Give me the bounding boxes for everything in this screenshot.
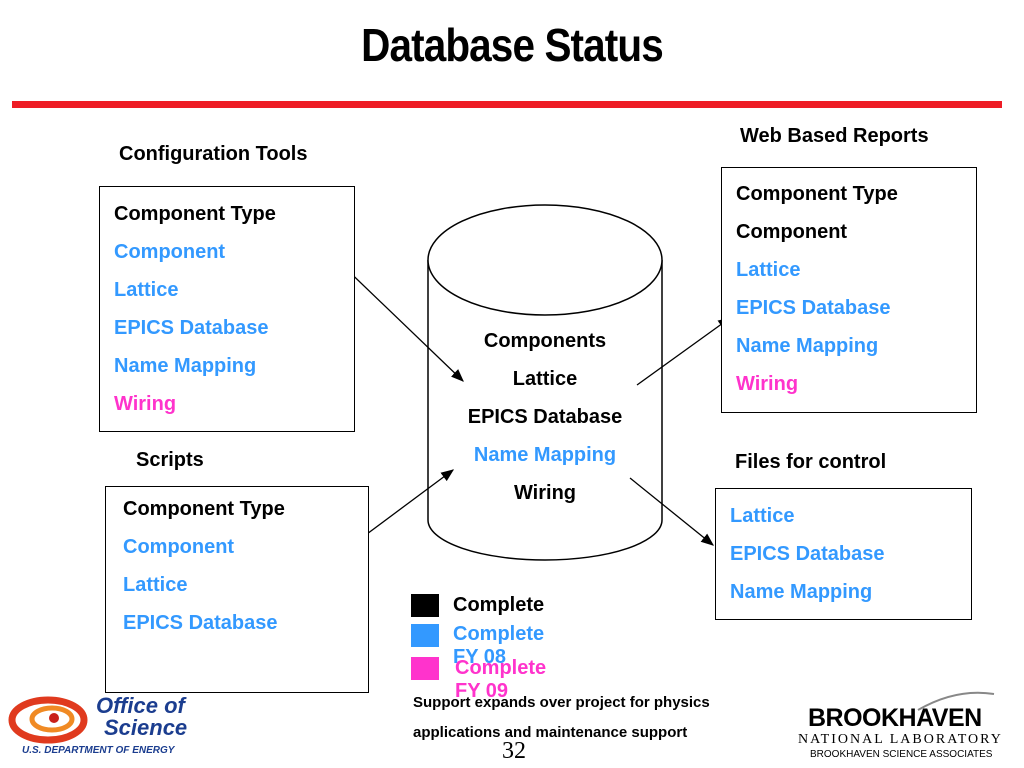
scripts-heading: Scripts bbox=[136, 449, 204, 471]
scripts-item: Lattice bbox=[123, 574, 188, 596]
support-note-line1: Support expands over project for physics bbox=[413, 694, 710, 711]
support-note-line2: applications and maintenance support bbox=[413, 724, 688, 741]
database-item: Lattice bbox=[512, 368, 578, 390]
database-item: EPICS Database bbox=[467, 406, 623, 428]
web-reports-item: EPICS Database bbox=[736, 297, 891, 319]
brookhaven-logo: BROOKHAVEN NATIONAL LABORATORY BROOKHAVE… bbox=[796, 690, 1016, 766]
files-control-item: Lattice bbox=[730, 505, 795, 527]
title-rule bbox=[12, 101, 1002, 108]
files-control-item: Name Mapping bbox=[730, 581, 873, 603]
arrow-config-to-db bbox=[336, 259, 464, 382]
web-reports-item: Name Mapping bbox=[736, 335, 879, 357]
arrow-db-to-files bbox=[629, 477, 715, 546]
legend-swatch-fy09 bbox=[411, 657, 439, 680]
bnl-logo-line3: BROOKHAVEN SCIENCE ASSOCIATES bbox=[810, 749, 993, 760]
bnl-logo-line1: BROOKHAVEN bbox=[808, 704, 982, 732]
legend-swatch-complete bbox=[411, 594, 439, 617]
support-note: Support expands over project for physics… bbox=[413, 688, 710, 748]
scripts-item: Component bbox=[123, 536, 235, 558]
files-control-heading: Files for control bbox=[735, 451, 887, 473]
web-reports-item: Component bbox=[736, 221, 848, 243]
legend-swatch-fy08 bbox=[411, 624, 439, 647]
legend-label-fy09: Complete FY 09 bbox=[455, 657, 547, 702]
page-title: Database Status bbox=[361, 19, 664, 71]
config-tools-item: Name Mapping bbox=[114, 355, 257, 377]
config-tools-item: EPICS Database bbox=[114, 317, 269, 339]
doe-office-of-science-logo: Office of Science U.S. DEPARTMENT OF ENE… bbox=[8, 693, 218, 763]
database-item: Name Mapping bbox=[473, 444, 617, 466]
brookhaven-swoosh-icon bbox=[917, 691, 995, 711]
scripts-item: EPICS Database bbox=[123, 612, 278, 634]
web-reports-item: Wiring bbox=[736, 373, 799, 395]
doe-logo-line1: Office of bbox=[96, 693, 185, 718]
doe-logo-line2: Science bbox=[104, 715, 188, 740]
database-item: Wiring bbox=[513, 482, 577, 504]
web-reports-item: Lattice bbox=[736, 259, 801, 281]
legend-label-fy08: Complete FY 08 bbox=[453, 623, 545, 668]
legend-label-complete: Complete bbox=[453, 594, 545, 616]
bnl-logo-line2: NATIONAL LABORATORY bbox=[798, 732, 1003, 747]
files-control-item: EPICS Database bbox=[730, 543, 885, 565]
doe-swirl-icon bbox=[8, 696, 88, 744]
config-tools-item: Component bbox=[114, 241, 226, 263]
database-cylinder bbox=[427, 204, 663, 561]
page-number: 32 bbox=[502, 738, 526, 764]
arrow-db-to-reports bbox=[636, 317, 732, 386]
config-tools-heading: Configuration Tools bbox=[119, 143, 308, 165]
config-tools-item: Lattice bbox=[114, 279, 179, 301]
doe-logo-line3: U.S. DEPARTMENT OF ENERGY bbox=[22, 745, 175, 756]
web-reports-heading: Web Based Reports bbox=[740, 125, 929, 147]
scripts-item: Component Type bbox=[123, 498, 285, 520]
config-tools-item: Wiring bbox=[114, 393, 177, 415]
config-tools-item: Component Type bbox=[114, 203, 276, 225]
web-reports-item: Component Type bbox=[736, 183, 898, 205]
database-item: Components bbox=[483, 330, 607, 352]
